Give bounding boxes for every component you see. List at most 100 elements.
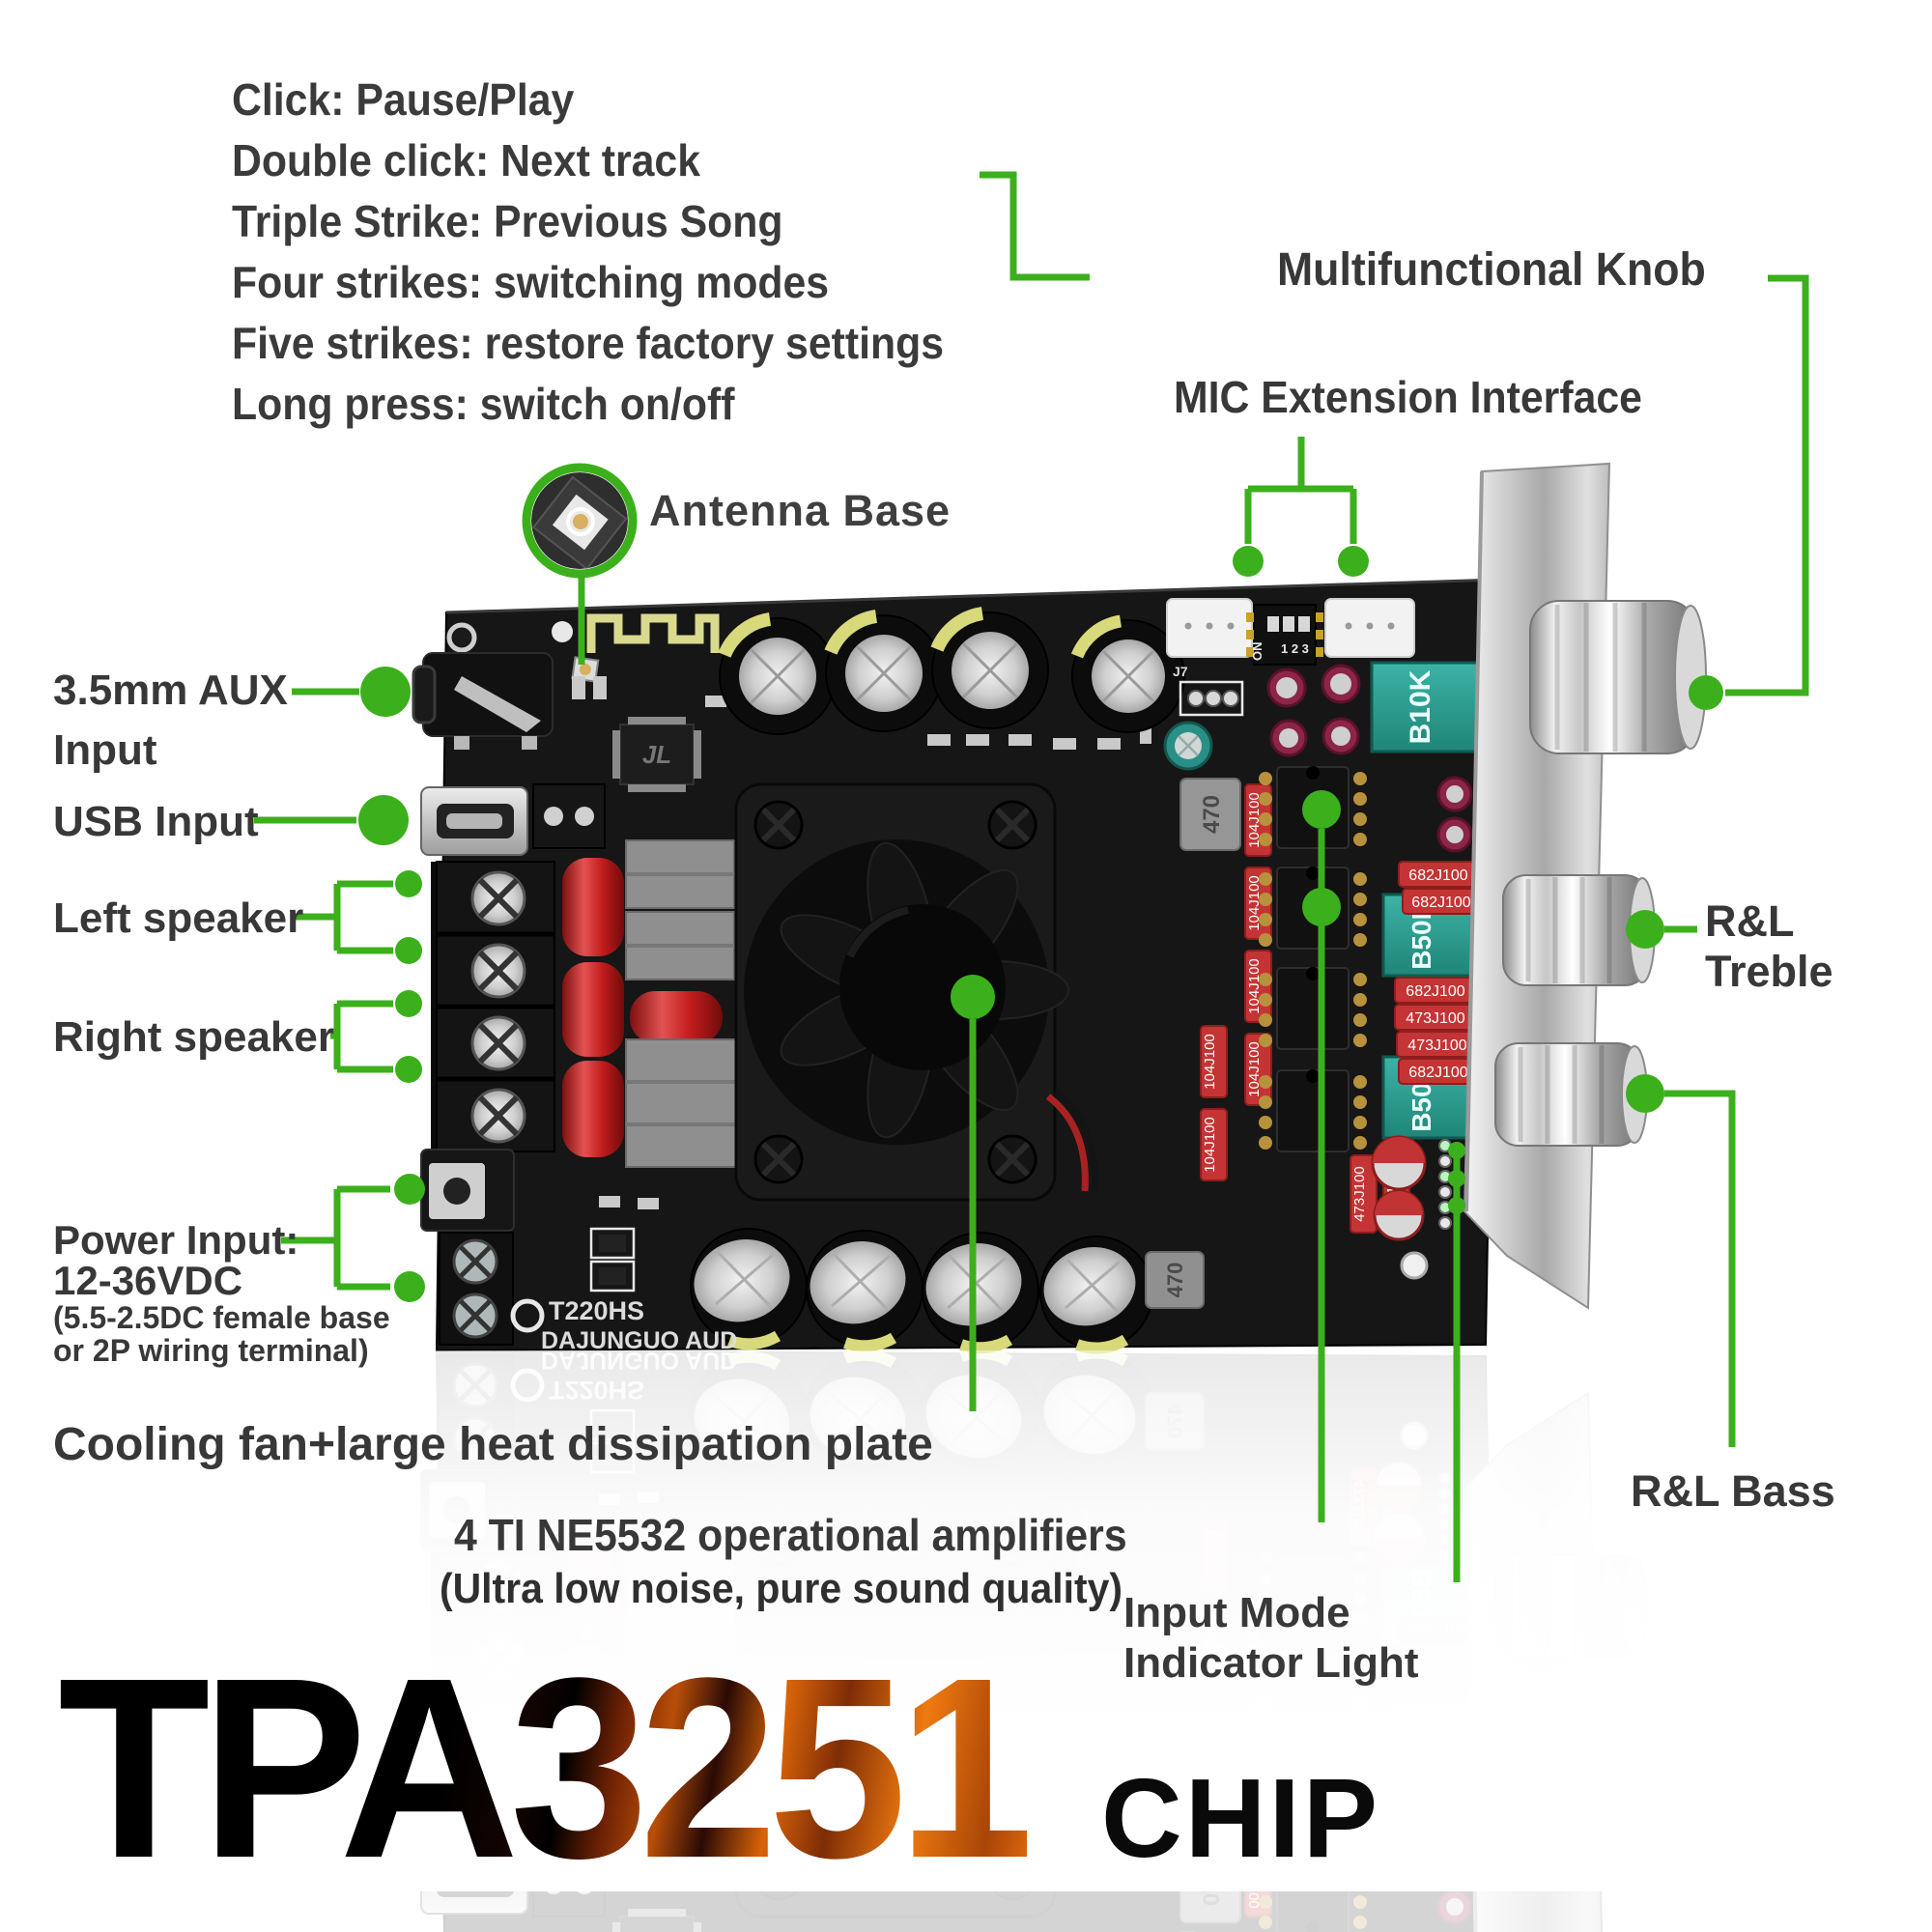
bluetooth-antenna-trace <box>586 613 720 653</box>
instruction-line: Click: Pause/Play <box>232 74 575 125</box>
top-capacitors <box>718 607 1185 735</box>
label-treble-2: Treble <box>1705 947 1833 996</box>
label-cooling-fan: Cooling fan+large heat dissipation plate <box>53 1419 933 1470</box>
callout-line-left-speaker <box>296 880 393 954</box>
chip-suffix: CHIP <box>1101 1755 1381 1881</box>
dot-treble <box>1626 910 1664 949</box>
dot-knob <box>1689 675 1723 710</box>
svg-text:J7: J7 <box>1173 664 1188 679</box>
cooling-fan <box>734 782 1098 1202</box>
dot-bass <box>1626 1074 1664 1113</box>
output-caps <box>1371 1135 1429 1280</box>
label-opamps-1: 4 TI NE5532 operational amplifiers <box>454 1510 1127 1560</box>
dot-left-speaker-1 <box>395 870 422 897</box>
callout-line-knob <box>1725 274 1809 696</box>
power-jack <box>420 1149 515 1232</box>
svg-text:473J100: 473J100 <box>1351 1166 1368 1222</box>
callout-line-mic <box>1244 437 1357 544</box>
svg-text:682J100: 682J100 <box>1411 895 1470 911</box>
dot-led-2 <box>1448 1170 1465 1187</box>
knob-instructions: Click: Pause/Play Double click: Next tra… <box>232 70 944 435</box>
label-aux-2: Input <box>53 726 157 774</box>
label-right-speaker: Right speaker <box>53 1013 334 1061</box>
label-aux-1: 3.5mm AUX <box>53 667 288 714</box>
label-bass: R&L Bass <box>1631 1466 1835 1516</box>
instruction-line: Five strikes: restore factory settings <box>232 318 945 368</box>
svg-text:ON: ON <box>1250 642 1264 662</box>
label-treble-1: R&L <box>1705 896 1795 946</box>
chip-name: TPA3251 <box>58 1625 1037 1912</box>
dot-right-speaker-2 <box>395 1056 422 1083</box>
filter-components <box>562 839 741 1168</box>
dot-right-speaker-1 <box>395 990 422 1017</box>
hero-chip-title: TPA3251 CHIP <box>58 1640 1380 1897</box>
dot-aux <box>360 667 411 717</box>
dot-usb <box>358 795 409 845</box>
svg-text:104J100: 104J100 <box>1246 875 1263 931</box>
knob-multifunction <box>1529 600 1707 754</box>
input-mode-leds <box>1438 1139 1452 1230</box>
svg-text:682J100: 682J100 <box>1408 1065 1467 1081</box>
pin-header <box>532 783 606 849</box>
svg-text:682J100: 682J100 <box>1408 867 1467 884</box>
callout-line-power <box>281 1185 390 1291</box>
small-electrolytics <box>1163 664 1473 853</box>
aux-jack <box>412 652 554 750</box>
dot-mic-2 <box>1338 546 1369 577</box>
dot-opamp-1 <box>1302 790 1341 829</box>
bottom-capacitors <box>690 1228 1153 1354</box>
svg-text:470: 470 <box>1199 795 1225 834</box>
callout-line-right-speaker <box>330 1000 393 1073</box>
dot-mic-1 <box>1233 546 1264 577</box>
label-antenna-base: Antenna Base <box>649 486 952 535</box>
dot-power-2 <box>394 1271 425 1302</box>
label-left-speaker: Left speaker <box>53 895 304 942</box>
antenna-callout-ring <box>522 463 638 579</box>
dot-left-speaker-2 <box>395 937 422 964</box>
svg-text:104J100: 104J100 <box>1202 1117 1218 1173</box>
bluetooth-chip: JL <box>612 717 701 792</box>
jl-logo: JL <box>642 740 671 769</box>
svg-text:104J100: 104J100 <box>1202 1034 1218 1090</box>
pot-b10k: B10K <box>1405 669 1436 744</box>
svg-text:473J100: 473J100 <box>1407 1037 1466 1054</box>
label-power-1: Power Input: <box>53 1217 299 1263</box>
label-mic-extension: MIC Extension Interface <box>1174 372 1642 422</box>
model-silkscreen: T220HS <box>549 1296 644 1325</box>
label-opamps-2: (Ultra low noise, pure sound quality) <box>440 1565 1123 1612</box>
svg-text:1 2 3: 1 2 3 <box>1281 641 1309 656</box>
power-terminal <box>439 1232 514 1346</box>
antenna-inset <box>531 472 628 569</box>
svg-text:473J100: 473J100 <box>1406 1010 1464 1027</box>
knob-treble <box>1502 874 1656 986</box>
svg-text:682J100: 682J100 <box>1406 983 1464 1000</box>
dot-led-1 <box>1448 1142 1465 1159</box>
speaker-terminals <box>431 861 555 1152</box>
inductors-470: 470 470 <box>1145 778 1241 1309</box>
usb-port <box>420 786 528 856</box>
instruction-line: Long press: switch on/off <box>232 379 735 429</box>
silkscreen: T220HS DAJUNGUO AUD <box>510 1227 737 1354</box>
dip-switch: ON 1 2 3 <box>1246 604 1323 666</box>
mic-connectors <box>1166 598 1415 658</box>
instruction-line: Double click: Next track <box>232 135 701 185</box>
label-input-mode-1: Input Mode <box>1123 1589 1350 1636</box>
svg-text:470: 470 <box>1163 1263 1187 1298</box>
dot-power-1 <box>394 1174 425 1205</box>
amplifier-board: JL <box>412 462 1707 1354</box>
film-capacitors: 104J100 104J100 104J100 104J100 104J100 … <box>1200 783 1481 1237</box>
callout-line-instructions <box>980 171 1090 281</box>
svg-text:104J100: 104J100 <box>1246 958 1263 1014</box>
label-power-3: (5.5-2.5DC female base <box>53 1300 390 1335</box>
callouts <box>254 171 1809 1582</box>
dot-opamp-2 <box>1302 888 1341 926</box>
svg-text:104J100: 104J100 <box>1246 792 1263 848</box>
instruction-line: Triple Strike: Previous Song <box>232 196 783 246</box>
callout-line-bass <box>1664 1090 1736 1447</box>
knob-bass <box>1494 1042 1648 1147</box>
j7-header: J7 <box>1173 664 1244 717</box>
label-multifunctional-knob: Multifunctional Knob <box>1277 244 1706 296</box>
label-usb: USB Input <box>53 798 259 845</box>
